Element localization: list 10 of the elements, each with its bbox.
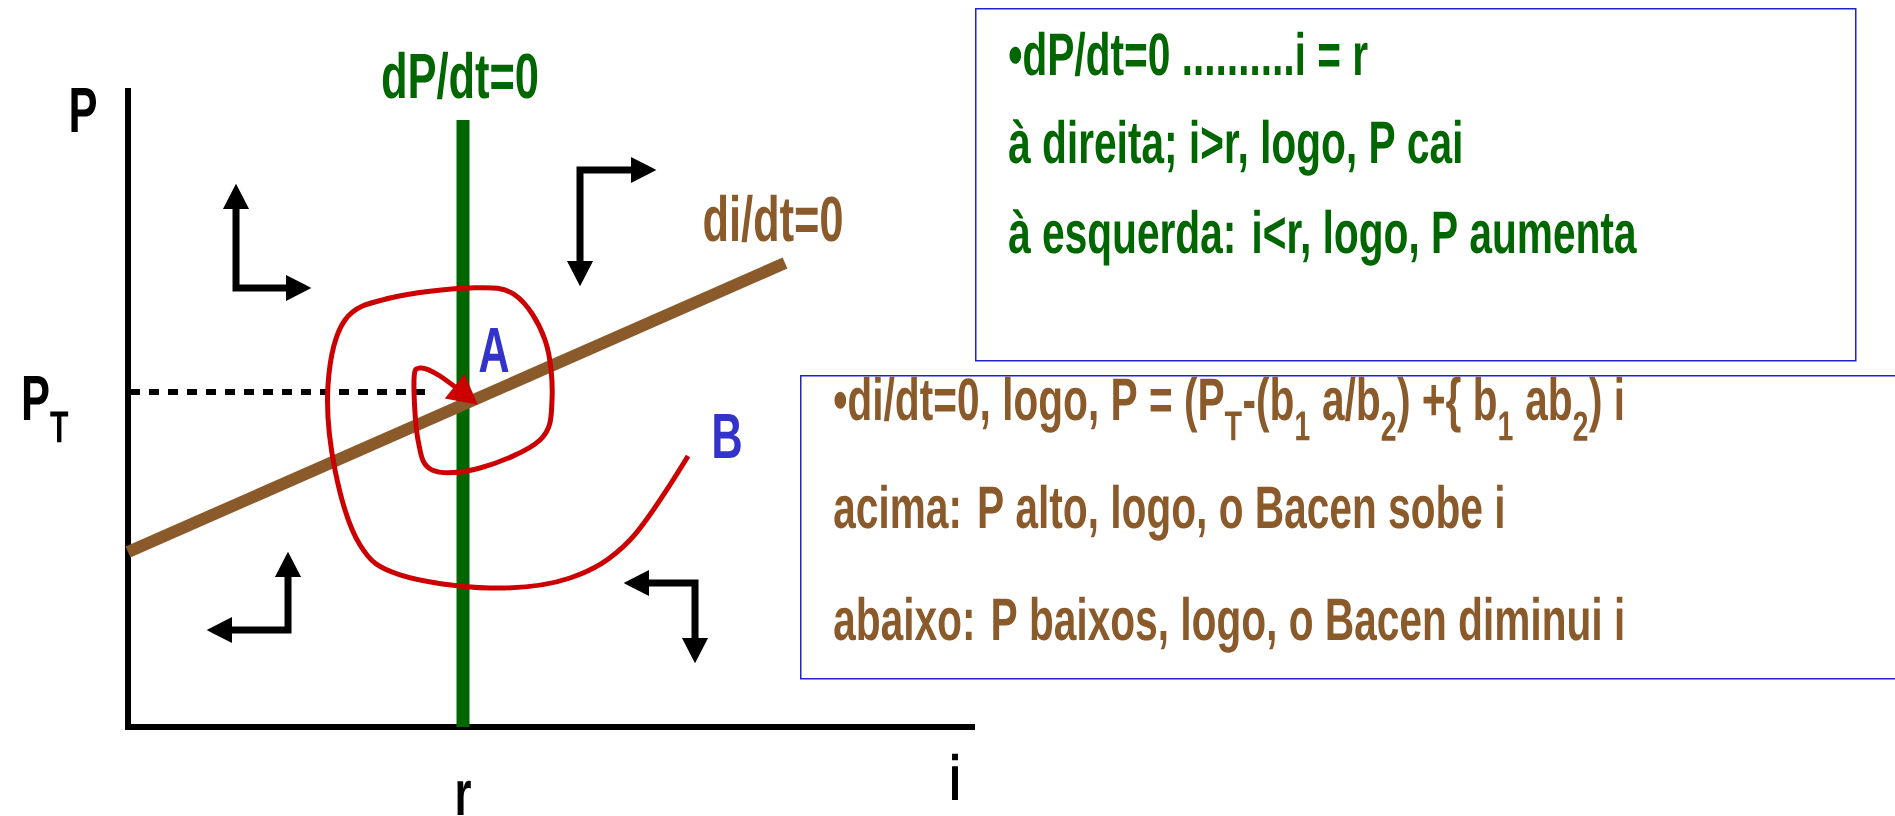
text-box: •dP/dt=0 ..........i = r à direita; i>r, logo, P cai à esquerda: i<r, logo, P aumenta [975, 8, 1857, 362]
axis-label: P$_{T}$ [23, 376, 69, 443]
axis-label: r [457, 780, 471, 815]
text-box: •di/dt=0, logo, P = (P$_{T}$-(b$_{1}$ a/b$_{2}$) +{ b$_{1}$ ab$_{2}$) i acima: P alto, logo, o Bacen sobe i abaixo: P baixos, logo, o Bacen diminui i [800, 375, 1895, 680]
point-label: B [714, 414, 741, 458]
axis-label: i [952, 753, 958, 800]
axis-label: P [71, 88, 96, 132]
line-label: dP/dt=0 [382, 51, 538, 100]
line-label: di/dt=0 [704, 194, 842, 243]
point-label: A [479, 328, 509, 372]
